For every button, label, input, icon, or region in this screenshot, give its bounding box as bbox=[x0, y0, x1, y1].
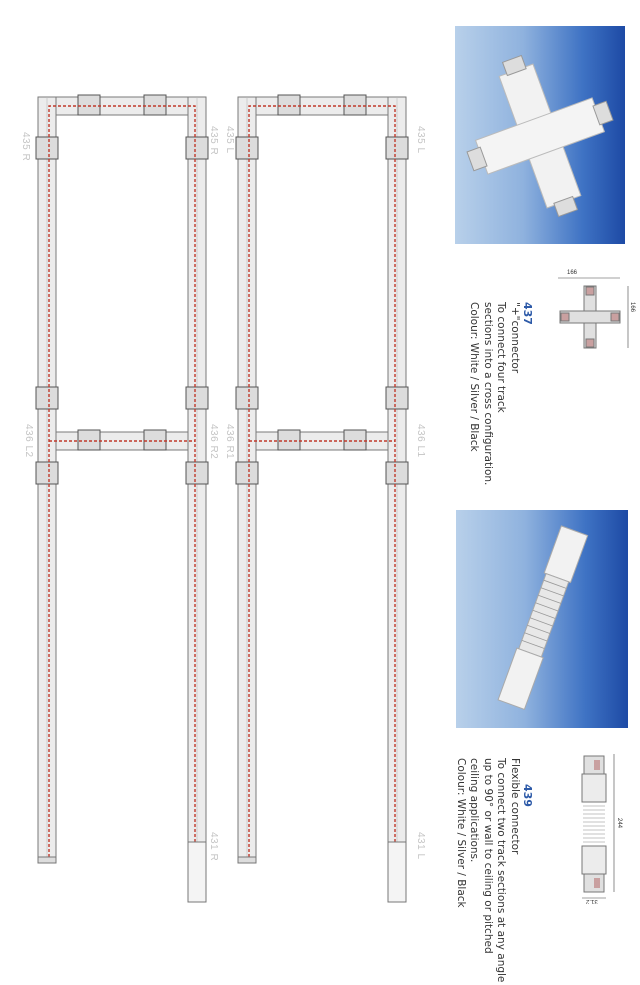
product-desc-437-line2: sections into a cross configuration. bbox=[482, 302, 494, 486]
label-435l-right: 435 L bbox=[415, 126, 426, 154]
product-name-439: Flexible connector bbox=[509, 758, 521, 855]
track-layout-diagram bbox=[35, 94, 409, 903]
product-439-text: 439 Flexible connector To connect two tr… bbox=[454, 758, 534, 983]
flexible-connector-photo bbox=[456, 510, 628, 728]
product-desc-439-line1: To connect two track sections at any ang… bbox=[495, 758, 508, 983]
dim-length-439: 244 bbox=[616, 818, 622, 829]
product-colour-439: Colour: White / Silver / Black bbox=[455, 758, 467, 908]
product-colour-437: Colour: White / Silver / Black bbox=[468, 302, 481, 452]
label-435l-left: 435 L bbox=[224, 126, 235, 154]
label-435r-left: 435 R bbox=[20, 132, 31, 162]
product-437-text: 437 "+"connector To connect four track s… bbox=[467, 302, 535, 486]
cross-connector-drawing bbox=[558, 277, 629, 349]
product-code-437: 437 bbox=[521, 302, 534, 325]
product-name-437: "+"connector bbox=[509, 302, 521, 374]
dim-width-439: 31.2 bbox=[586, 898, 598, 904]
flexible-connector-icon bbox=[497, 525, 589, 711]
product-desc-437-line1: To connect four track bbox=[495, 302, 508, 413]
cross-connector-icon bbox=[466, 54, 614, 218]
product-code-439: 439 bbox=[521, 784, 534, 807]
label-436l1: 436 L1 bbox=[415, 424, 426, 458]
cross-connector-photo bbox=[455, 26, 625, 244]
label-436l2: 436 L2 bbox=[23, 424, 34, 458]
label-431l: 431 L bbox=[415, 832, 426, 860]
label-436r2: 436 R2 bbox=[208, 424, 219, 460]
dim-height-437: 166 bbox=[629, 302, 635, 313]
dim-width-437: 166 bbox=[567, 270, 578, 276]
label-436r1: 436 R1 bbox=[224, 424, 235, 460]
label-431r: 431 R bbox=[208, 832, 219, 862]
product-desc-439-line3: ceiling applications. bbox=[468, 758, 481, 863]
flexible-connector-drawing bbox=[581, 754, 615, 899]
label-435r-right: 435 R bbox=[208, 126, 219, 156]
product-desc-439-line2: up to 90° or wall to ceiling or pitched bbox=[482, 758, 494, 954]
